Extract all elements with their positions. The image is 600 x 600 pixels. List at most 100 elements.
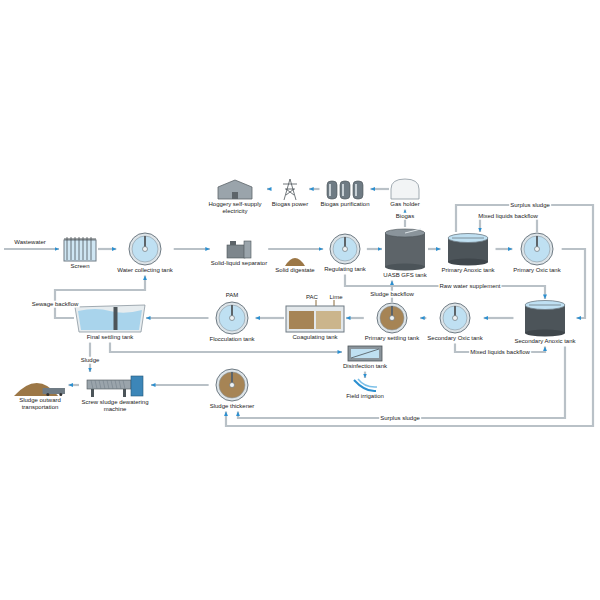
icon-part xyxy=(67,237,68,260)
icon-part xyxy=(289,311,314,329)
icon-part xyxy=(244,241,251,258)
icon-part xyxy=(43,388,65,394)
icon-part xyxy=(216,302,248,334)
icon-part xyxy=(329,184,331,196)
unit-label: Water collecting tank xyxy=(117,267,172,274)
icon-part xyxy=(59,393,62,396)
icon-part xyxy=(452,238,484,239)
pipe-connector xyxy=(256,317,284,319)
pipe-connector xyxy=(364,372,366,378)
pipe-connector xyxy=(174,248,210,250)
process-unit: Biogas power xyxy=(271,178,309,210)
flow-label: Sewage backflow xyxy=(31,301,80,308)
icon-part xyxy=(95,380,97,389)
process-unit: Solid-liquid separator xyxy=(210,239,268,269)
process-unit: Secondary Oxic tank xyxy=(426,302,483,344)
process-unit: Biogas purification xyxy=(319,178,370,210)
icon-part xyxy=(230,241,236,245)
icon-part xyxy=(525,301,565,310)
unit-label: Primary settling tank xyxy=(365,335,419,342)
pipe-connector xyxy=(345,275,545,299)
icon-part xyxy=(283,179,297,200)
dosing-line xyxy=(334,300,335,306)
flow-label: Surplus sludge xyxy=(509,202,551,209)
icon-part xyxy=(107,380,109,389)
icon-part xyxy=(99,380,101,389)
unit-icon xyxy=(217,178,253,200)
process-unit: Sludge outward transportation xyxy=(12,374,69,412)
icon-part xyxy=(351,349,379,358)
pipe-connector xyxy=(238,347,565,418)
icon-part xyxy=(316,311,341,329)
pipe-connector xyxy=(428,248,440,250)
icon-part xyxy=(129,233,161,265)
pipe-connector xyxy=(484,317,514,319)
icon-part xyxy=(132,236,158,262)
unit-icon xyxy=(215,301,249,335)
icon-part xyxy=(111,380,113,389)
unit-icon xyxy=(390,178,420,200)
flow-label: Mixed liquids backflow xyxy=(469,349,531,356)
unit-icon xyxy=(383,227,427,271)
unit-label: Flocculation tank xyxy=(209,336,254,343)
unit-icon xyxy=(285,303,345,333)
unit-label: Coagulating tank xyxy=(285,334,345,341)
flow-label: Sludge xyxy=(80,357,101,364)
unit-icon xyxy=(520,232,554,266)
unit-label: Solid digestate xyxy=(275,267,314,274)
pipe-connector xyxy=(110,343,342,352)
flow-label: Raw water supplement xyxy=(438,283,501,290)
icon-part xyxy=(535,247,540,252)
unit-icon xyxy=(225,239,253,259)
icon-part xyxy=(64,239,96,240)
unit-label: Screen xyxy=(63,263,97,270)
unit-icon xyxy=(75,303,145,333)
unit-label: Biogas power xyxy=(272,201,308,208)
process-unit: Screen xyxy=(62,236,98,272)
icon-part xyxy=(143,247,148,252)
pipe-connector xyxy=(346,317,364,319)
unit-label: Field irrigation xyxy=(346,393,384,400)
process-unit: Solid digestate xyxy=(274,256,315,276)
stream-label: Wastewater xyxy=(13,239,46,246)
unit-label: Regulating tank xyxy=(324,266,366,273)
icon-part xyxy=(123,389,126,397)
unit-icon xyxy=(281,178,299,200)
icon-part xyxy=(405,229,421,233)
icon-part xyxy=(327,181,337,199)
icon-part xyxy=(230,316,235,321)
process-unit: UASB GFS tank xyxy=(382,227,428,281)
unit-icon xyxy=(285,256,305,266)
unit-label: Primary Anoxic tank xyxy=(441,267,494,274)
pipe-connector xyxy=(367,248,382,250)
icon-part xyxy=(119,380,121,389)
icon-part xyxy=(75,305,145,332)
pipe-connector xyxy=(98,248,116,250)
pipe-connector xyxy=(420,317,426,319)
icon-part xyxy=(75,237,76,260)
icon-part xyxy=(443,306,467,330)
pipe-connector xyxy=(309,188,319,190)
unit-icon xyxy=(128,232,162,266)
stream-label: PAC xyxy=(305,294,319,301)
stream-label: Lime xyxy=(328,294,343,301)
icon-part xyxy=(218,180,252,199)
process-unit: Water collecting tank xyxy=(116,232,173,276)
icon-part xyxy=(353,181,363,199)
icon-part xyxy=(452,316,457,321)
unit-icon xyxy=(523,299,567,337)
icon-part xyxy=(351,349,379,358)
icon-part xyxy=(285,258,305,266)
pipe-connector xyxy=(69,384,80,386)
process-unit: Disinfection tank xyxy=(342,342,388,372)
unit-icon xyxy=(446,232,490,266)
process-unit: Primary settling tank xyxy=(364,302,420,344)
icon-part xyxy=(219,305,245,331)
process-unit: Hoggery self-supply electricity xyxy=(203,178,267,216)
pipe-connector xyxy=(268,248,323,250)
icon-part xyxy=(83,237,84,260)
unit-label: Final settling tank xyxy=(75,334,145,341)
icon-part xyxy=(391,179,419,199)
